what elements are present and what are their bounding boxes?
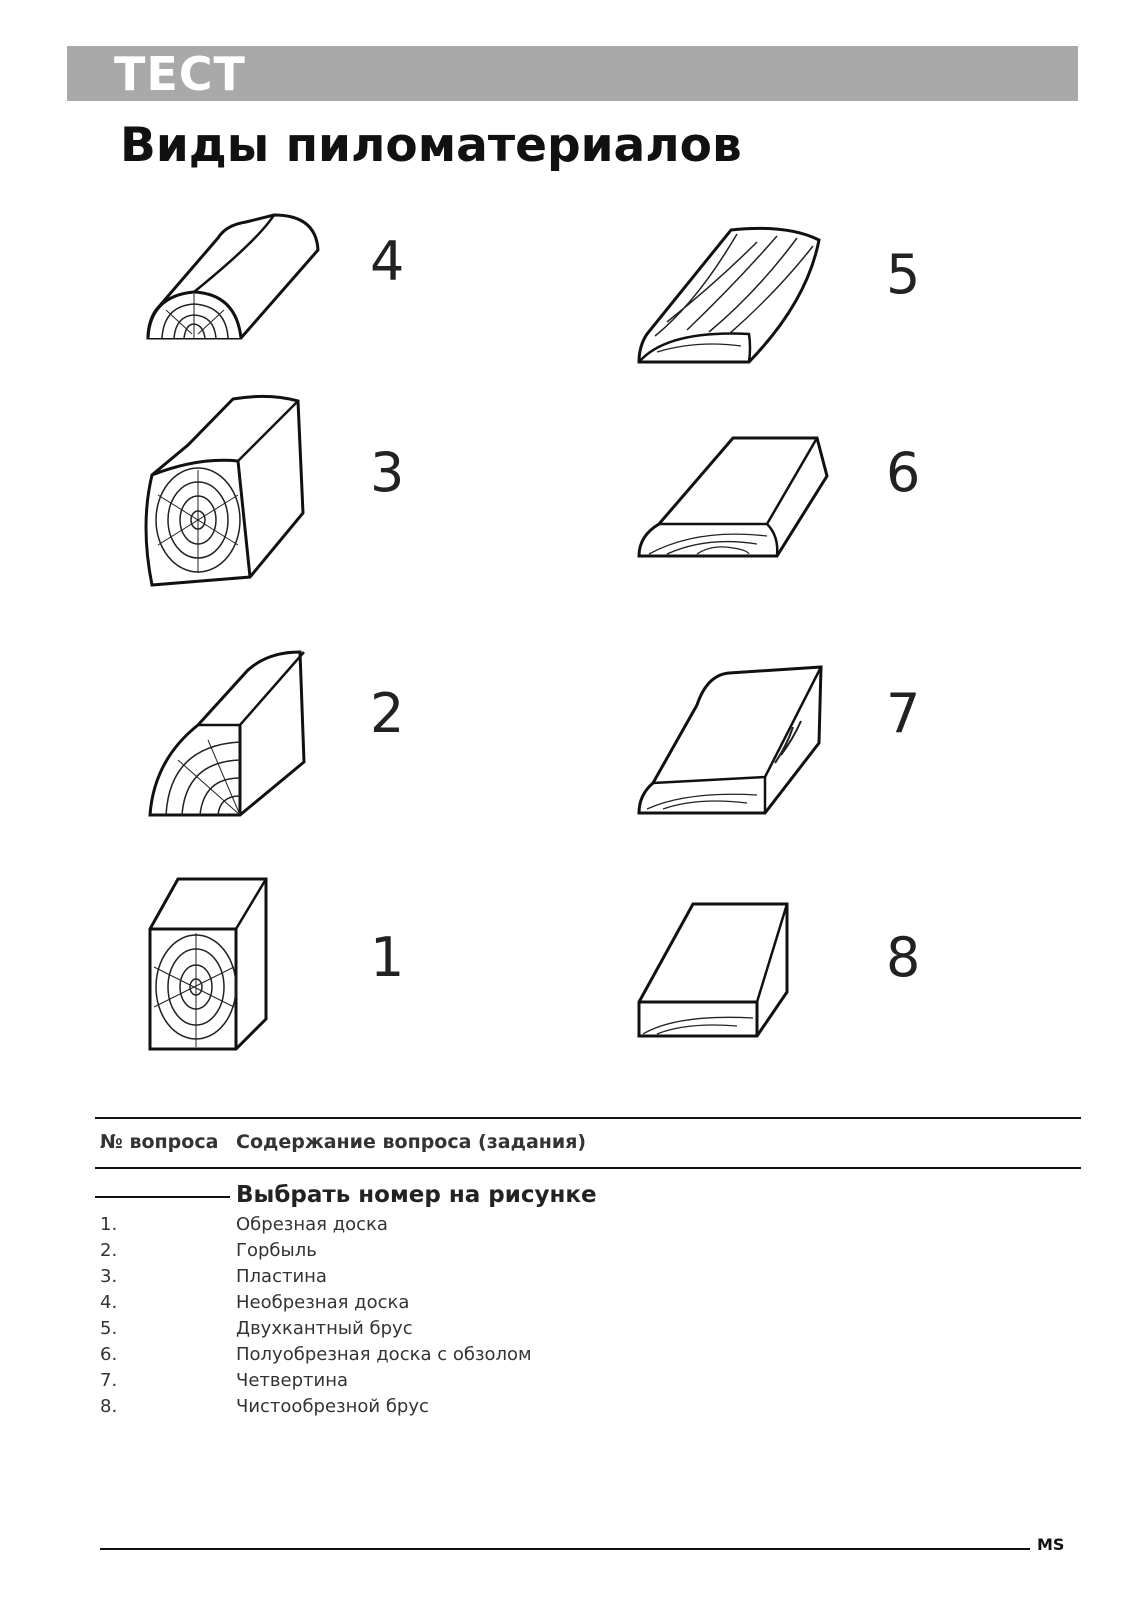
half-log-cross-section-icon — [146, 210, 326, 345]
section-rule — [95, 1196, 230, 1198]
item-number: 8. — [100, 1394, 117, 1420]
item-text: Пластина — [236, 1264, 327, 1290]
figure-6 — [637, 436, 832, 564]
figure-4 — [146, 210, 326, 345]
list-item: 8. Чистообрезной брус — [100, 1394, 900, 1420]
banner-label: ТЕСТ — [114, 48, 246, 100]
item-text: Обрезная доска — [236, 1212, 388, 1238]
figure-8 — [637, 902, 792, 1038]
figure-1 — [148, 877, 270, 1052]
two-edged-beam-icon — [138, 395, 303, 590]
item-text: Чистообрезной брус — [236, 1394, 429, 1420]
item-number: 4. — [100, 1290, 117, 1316]
footer-logo: MS — [1037, 1535, 1064, 1554]
quarter-log-icon — [148, 650, 308, 820]
item-text: Необрезная доска — [236, 1290, 409, 1316]
half-edged-board-with-wane-icon — [637, 665, 827, 817]
list-item: 4. Необрезная доска — [100, 1290, 900, 1316]
figure-number-3: 3 — [370, 443, 404, 503]
list-item: 7. Четвертина — [100, 1368, 900, 1394]
figure-number-4: 4 — [370, 232, 404, 292]
list-item: 6. Полуобрезная доска с обзолом — [100, 1342, 900, 1368]
header-banner: ТЕСТ — [67, 46, 1078, 101]
figure-number-7: 7 — [886, 684, 920, 744]
item-text: Четвертина — [236, 1368, 348, 1394]
figure-number-2: 2 — [370, 684, 404, 744]
slab-with-bark-icon — [637, 222, 822, 370]
item-number: 1. — [100, 1212, 117, 1238]
table-top-rule — [95, 1117, 1081, 1119]
footer-rule — [100, 1548, 1030, 1550]
list-item: 3. Пластина — [100, 1264, 900, 1290]
figure-5 — [637, 222, 822, 370]
column-header-number: № вопроса — [100, 1130, 218, 1154]
answer-list: 1. Обрезная доска 2. Горбыль 3. Пластина… — [100, 1212, 900, 1420]
list-item: 1. Обрезная доска — [100, 1212, 900, 1238]
list-item: 2. Горбыль — [100, 1238, 900, 1264]
edged-board-icon — [637, 902, 792, 1038]
item-number: 3. — [100, 1264, 117, 1290]
figure-number-5: 5 — [886, 245, 920, 305]
figure-7 — [637, 665, 827, 817]
item-text: Двухкантный брус — [236, 1316, 413, 1342]
page-title: Виды пиломатериалов — [120, 116, 742, 176]
unedged-board-icon — [637, 436, 832, 564]
figure-number-6: 6 — [886, 443, 920, 503]
item-number: 2. — [100, 1238, 117, 1264]
column-header-content: Содержание вопроса (задания) — [236, 1130, 586, 1154]
figure-number-8: 8 — [886, 928, 920, 988]
item-number: 5. — [100, 1316, 117, 1342]
item-text: Горбыль — [236, 1238, 317, 1264]
figure-3 — [138, 395, 303, 590]
item-text: Полуобрезная доска с обзолом — [236, 1342, 532, 1368]
item-number: 7. — [100, 1368, 117, 1394]
table-header-rule — [95, 1167, 1081, 1169]
figure-number-1: 1 — [370, 928, 404, 988]
section-title: Выбрать номер на рисунке — [236, 1180, 597, 1210]
item-number: 6. — [100, 1342, 117, 1368]
list-item: 5. Двухкантный брус — [100, 1316, 900, 1342]
square-beam-icon — [148, 877, 270, 1052]
figure-2 — [148, 650, 308, 820]
